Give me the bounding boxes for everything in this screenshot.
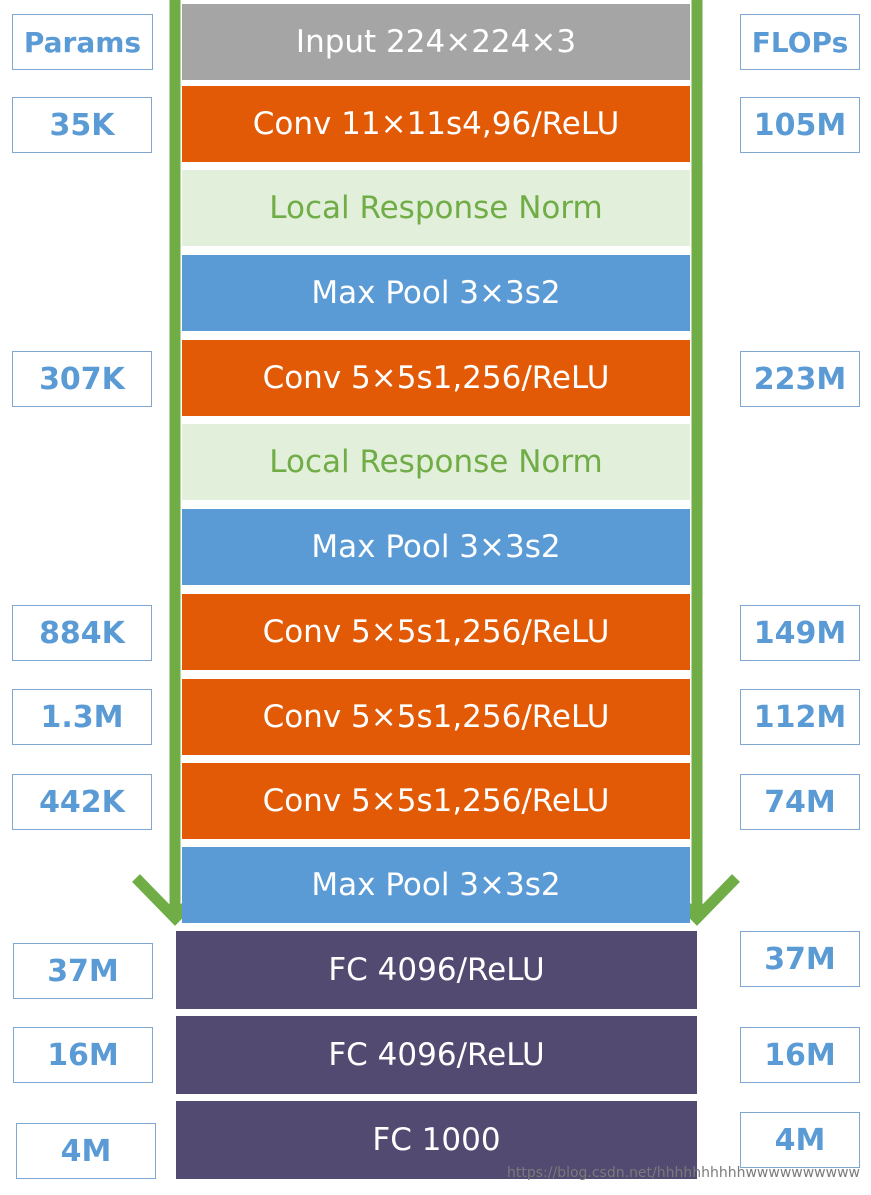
layer-pool-6: Max Pool 3×3s2 [182, 509, 690, 585]
params-tag-4: 307K [12, 351, 152, 407]
layer-conv-7: Conv 5×5s1,256/ReLU [182, 594, 690, 670]
flops-tag-1: 105M [740, 97, 860, 153]
params-header: Params [12, 14, 153, 70]
params-tag-7: 884K [12, 605, 152, 661]
params-tag-13: 4M [16, 1123, 156, 1179]
layer-fc-13: FC 1000 [176, 1101, 697, 1179]
params-tag-8: 1.3M [12, 689, 152, 745]
params-tag-12: 16M [13, 1027, 153, 1083]
layer-conv-1: Conv 11×11s4,96/ReLU [182, 86, 690, 162]
layer-conv-9: Conv 5×5s1,256/ReLU [182, 763, 690, 839]
flops-tag-7: 149M [740, 605, 860, 661]
layer-pool-10: Max Pool 3×3s2 [182, 847, 690, 923]
flops-tag-11: 37M [740, 931, 860, 987]
layer-pool-3: Max Pool 3×3s2 [182, 255, 690, 331]
layer-norm-5: Local Response Norm [182, 424, 690, 500]
layer-norm-2: Local Response Norm [182, 170, 690, 246]
flops-tag-8: 112M [740, 689, 860, 745]
layer-input-0: Input 224×224×3 [182, 4, 690, 80]
layer-conv-4: Conv 5×5s1,256/ReLU [182, 340, 690, 416]
flops-tag-9: 74M [740, 774, 860, 830]
layer-fc-11: FC 4096/ReLU [176, 931, 697, 1009]
params-tag-11: 37M [13, 943, 153, 999]
flops-header: FLOPs [740, 14, 860, 70]
layer-fc-12: FC 4096/ReLU [176, 1016, 697, 1094]
flops-tag-4: 223M [740, 351, 860, 407]
layer-conv-8: Conv 5×5s1,256/ReLU [182, 679, 690, 755]
params-tag-9: 442K [12, 774, 152, 830]
params-tag-1: 35K [12, 97, 152, 153]
flops-tag-12: 16M [740, 1027, 860, 1083]
watermark: https://blog.csdn.net/hhhhhhhhhhwwwwwwww… [507, 1165, 860, 1181]
flops-tag-13: 4M [740, 1112, 860, 1168]
